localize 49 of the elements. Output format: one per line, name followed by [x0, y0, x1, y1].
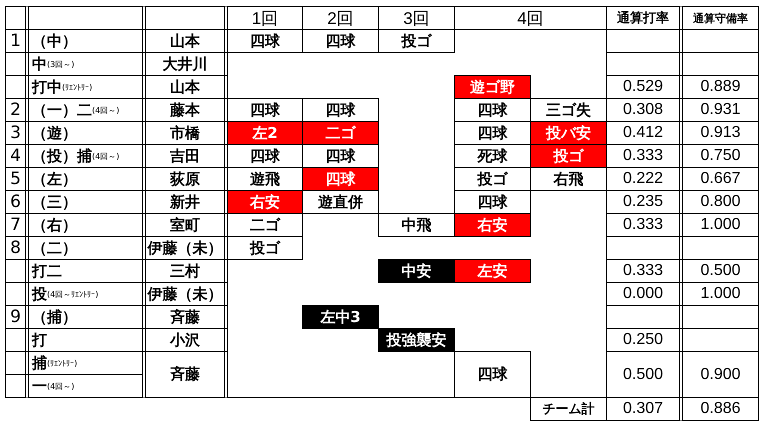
stat-cell: 0.333 [606, 213, 683, 237]
stat-cell: 0.500 [606, 351, 683, 398]
result-cell: 投バ安 [530, 121, 607, 145]
total-label-cell: チーム計 [530, 397, 607, 421]
batting-order-cell: 6 [5, 190, 29, 214]
batting-order-cell: 3 [5, 121, 29, 145]
player-name-cell: 伊藤（未） [142, 236, 228, 260]
result-cell: 左2 [227, 121, 303, 145]
result-cell: 左安 [454, 259, 531, 283]
result-cell: 投ゴ [227, 236, 303, 260]
player-name-cell: 小沢 [142, 328, 228, 352]
batting-order-cell: 7 [5, 213, 29, 237]
player-name-cell: 斉藤 [142, 351, 228, 398]
batting-order-cell: 2 [5, 98, 29, 122]
stat-cell: 0.235 [606, 190, 683, 214]
player-name-cell: 山本 [142, 29, 228, 53]
player-name-cell: 斉藤 [142, 305, 228, 329]
stat-cell: 0.000 [606, 282, 683, 306]
result-cell: 遊ゴ野 [454, 75, 531, 99]
column-header: 通算打率 [606, 6, 683, 30]
batting-order-cell: 4 [5, 144, 29, 168]
result-cell: 四球 [454, 351, 531, 398]
stat-cell: 0.333 [606, 259, 683, 283]
result-cell: 右安 [454, 213, 531, 237]
stat-cell: 0.529 [606, 75, 683, 99]
stat-cell: 0.250 [606, 328, 683, 352]
result-cell: 投ゴ [378, 29, 455, 53]
result-cell: 左中3 [302, 305, 379, 329]
player-name-cell: 吉田 [142, 144, 228, 168]
player-name-cell: 伊藤（未） [142, 282, 228, 306]
column-header: 通算守備率 [682, 6, 759, 30]
result-cell: 二ゴ [302, 121, 379, 145]
result-cell: 投ゴ [530, 144, 607, 168]
stat-cell: 0.307 [606, 397, 683, 421]
result-cell: 中安 [378, 259, 455, 283]
batting-order-cell: 1 [5, 29, 29, 53]
result-cell: 右安 [227, 190, 303, 214]
batting-order-cell: 8 [5, 236, 29, 260]
result-cell: 四球 [302, 167, 379, 191]
player-name-cell: 三村 [142, 259, 228, 283]
column-header: 4回 [454, 6, 607, 30]
player-name-cell: 大井川 [142, 52, 228, 76]
batting-order-cell: 5 [5, 167, 29, 191]
result-cell: 遊直併 [302, 190, 379, 214]
player-name-cell: 室町 [142, 213, 228, 237]
player-name-cell: 山本 [142, 75, 228, 99]
stat-cell: 0.886 [682, 397, 759, 421]
result-cell: 投強襲安 [378, 328, 455, 352]
batting-order-cell: 9 [5, 305, 29, 329]
